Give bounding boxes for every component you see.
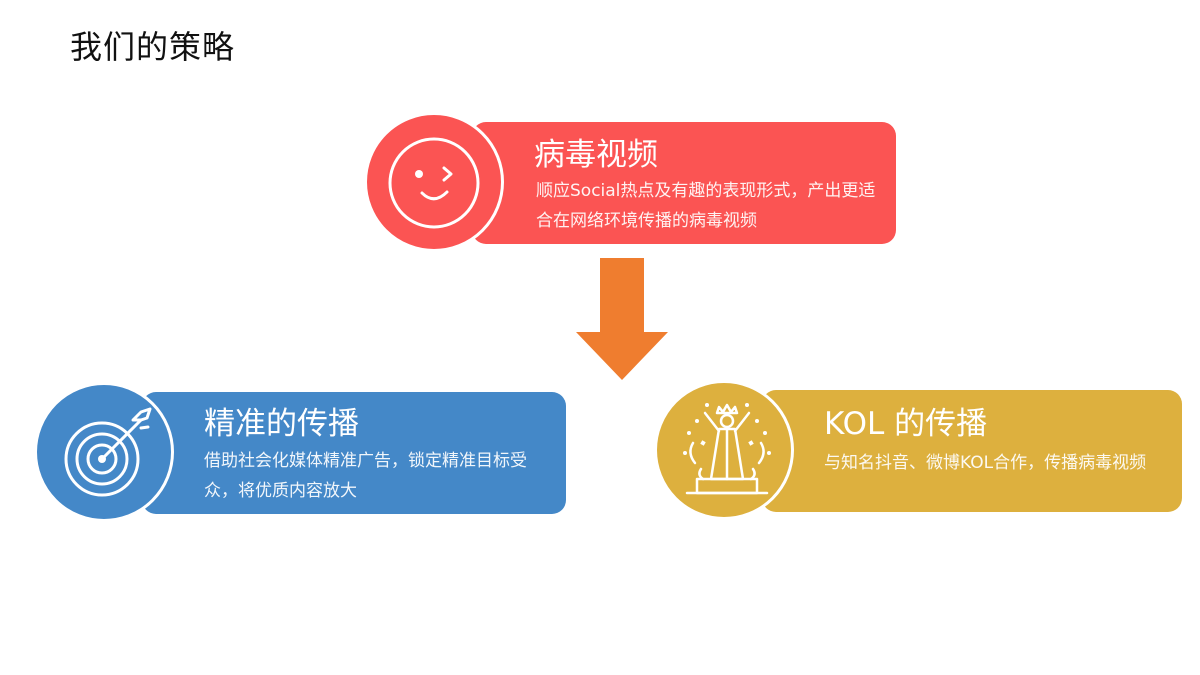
strategy-desc-kol-spread: 与知名抖音、微博KOL合作，传播病毒视频 xyxy=(824,453,1147,473)
target-arrow-icon xyxy=(64,407,152,497)
strategy-desc-precise-spread: 借助社会化媒体精准广告，锁定精准目标受众，将优质内容放大 xyxy=(204,451,527,501)
strategy-title-precise-spread: 精准的传播 xyxy=(204,406,359,442)
strategy-desc-viral-video: 顺应Social热点及有趣的表现形式，产出更适合在网络环境传播的病毒视频 xyxy=(536,181,876,231)
strategy-card-kol-spread xyxy=(762,390,1182,512)
strategy-badge-precise-spread xyxy=(34,382,174,522)
strategy-badge-viral-video xyxy=(364,112,504,252)
strategy-card-precise-spread xyxy=(142,392,566,514)
strategy-title-viral-video: 病毒视频 xyxy=(534,137,658,173)
strategy-badge-kol-spread xyxy=(654,380,794,520)
smiley-wink-icon xyxy=(388,137,480,229)
strategy-card-viral-video xyxy=(472,122,896,244)
celebrity-podium-icon xyxy=(683,403,771,495)
strategy-title-kol-spread: KOL 的传播 xyxy=(824,406,988,442)
down-arrow-icon xyxy=(576,258,668,380)
page-title: 我们的策略 xyxy=(70,28,236,66)
